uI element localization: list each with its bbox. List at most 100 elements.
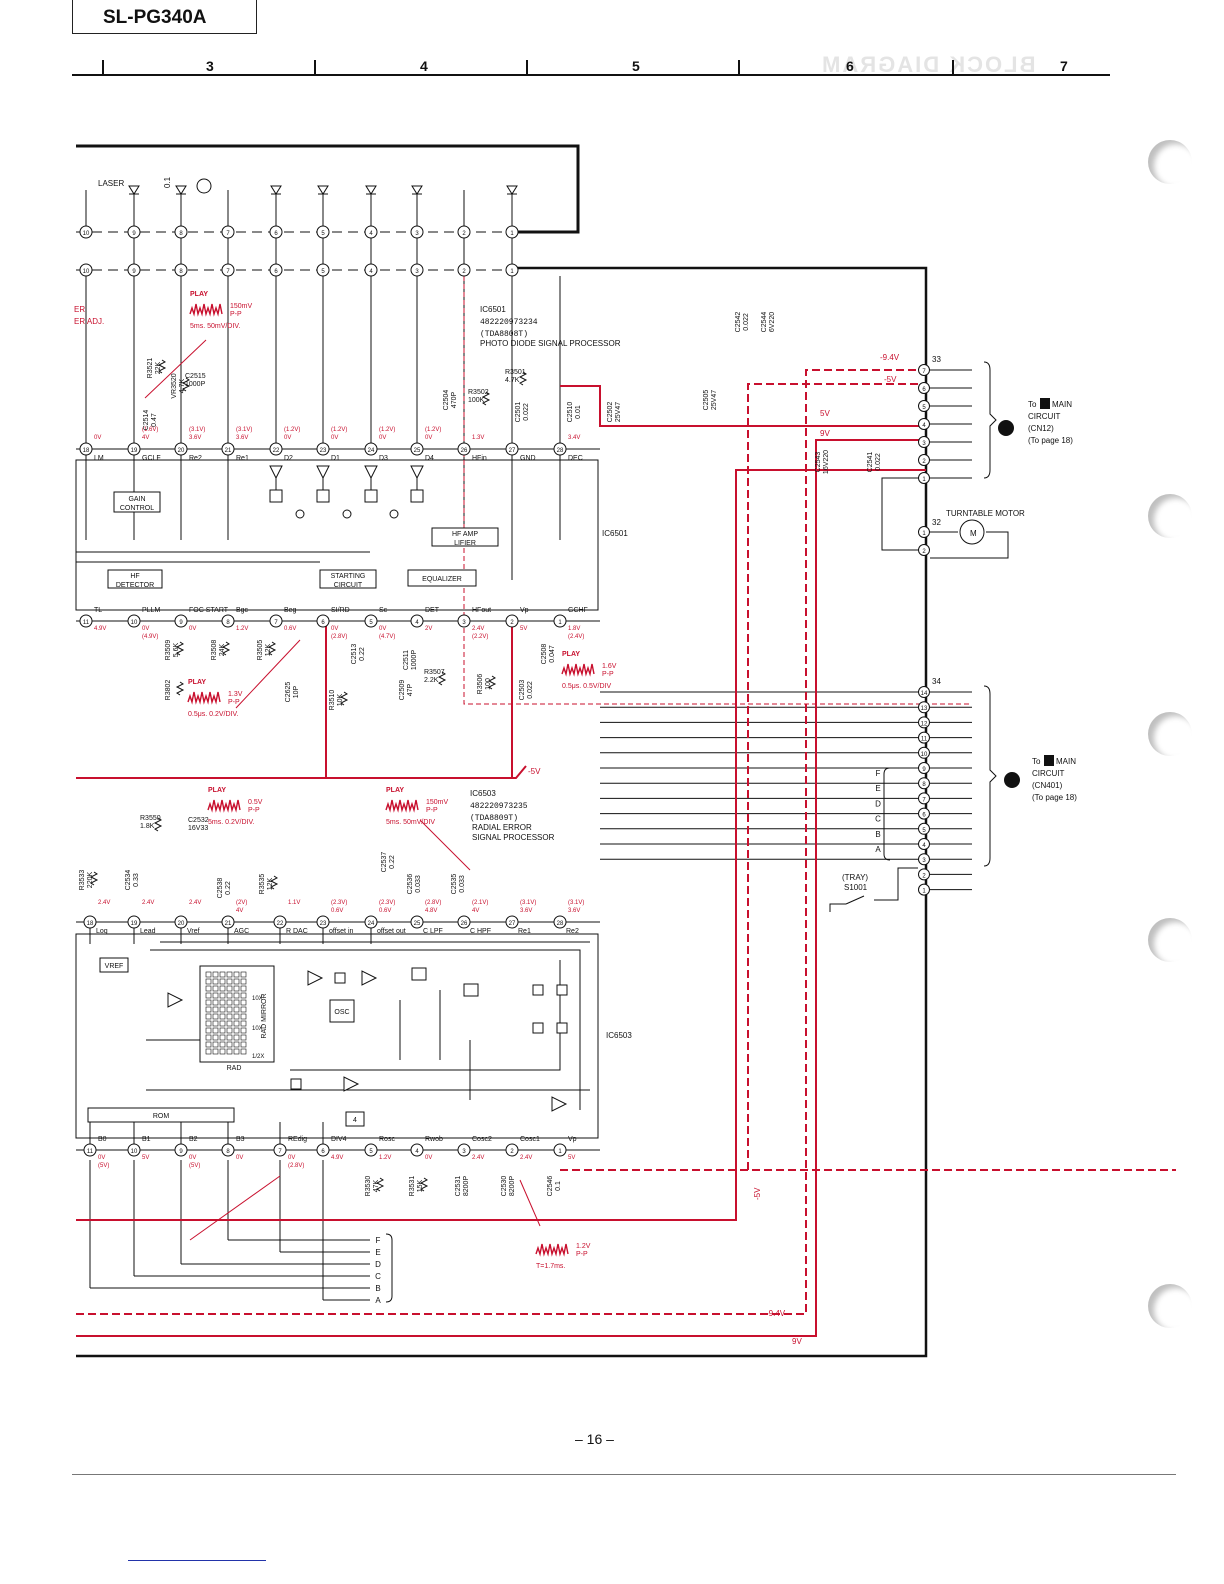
- connector-pin-number: 9: [132, 231, 136, 237]
- connector-b-pin-number: 13: [921, 706, 928, 712]
- ic6501-pin: [553, 614, 567, 628]
- connector-pin-number: 5: [321, 231, 325, 237]
- ic6501-desc: PHOTO DIODE SIGNAL PROCESSOR: [480, 339, 621, 348]
- ic6501-pin: [505, 442, 519, 456]
- starting-circuit-block-label: STARTING: [331, 573, 366, 580]
- ic6501-pin-voltage: 0V: [94, 435, 101, 441]
- ic6503-pin-name: B1: [142, 1136, 151, 1143]
- connector-pin: [364, 263, 378, 277]
- register-cell: [205, 971, 212, 978]
- ic6501-pin-voltage: 0V: [142, 626, 149, 632]
- component-value: 22K: [155, 361, 162, 374]
- resistor-icon: [181, 377, 191, 392]
- ic6503-pin-voltage: 1.2V: [379, 1155, 391, 1161]
- component-r3802: R3802: [165, 680, 185, 700]
- ic6503-pin-voltage: (5V): [189, 1163, 200, 1169]
- laser-cap-value: 0.1: [163, 176, 172, 188]
- ic6501-pin-voltage: (1.2V): [379, 427, 395, 433]
- ic6503-pin-name: Cosc1: [520, 1136, 540, 1143]
- connector-pin-number: 2: [462, 231, 466, 237]
- register-cell: [233, 985, 240, 992]
- ic6501-pin-number: 3: [462, 620, 466, 626]
- ic6503-pin-voltage: (2.8V): [425, 900, 441, 906]
- connector-pin: [364, 225, 378, 239]
- component-ref: R3531: [409, 1176, 416, 1197]
- ic6501-pin-voltage: 0V: [284, 435, 291, 441]
- ic6501-pin-number: 27: [509, 448, 516, 454]
- register-cell: [219, 1034, 226, 1041]
- component-ref: R3505: [257, 640, 264, 661]
- photodiode-icon: [270, 185, 282, 195]
- ic6503-pin-number: 5: [369, 1149, 373, 1155]
- register-cell: [233, 1041, 240, 1048]
- connector-b-bus-letter: D: [875, 799, 881, 808]
- register-cell: [226, 1041, 233, 1048]
- ic6503-pin: [127, 915, 141, 929]
- ic6501-type: (TDA8808T): [480, 330, 528, 339]
- connector-b-pin: [918, 716, 930, 729]
- resistor-icon: [375, 1177, 385, 1192]
- opamp-icon: [361, 970, 378, 986]
- summing-node-icon: [389, 509, 399, 519]
- waveform-trace: [189, 303, 223, 317]
- register-cell: [233, 1027, 240, 1034]
- register-cell: [205, 1027, 212, 1034]
- ic6503-pin-number: 26: [461, 921, 468, 927]
- ic6501-pin-name: Sc: [379, 607, 388, 614]
- connector-a-to: To: [1028, 400, 1037, 409]
- component-ref: C2502: [607, 402, 614, 423]
- ic6503-pin: [273, 915, 287, 929]
- mixer-icon: [334, 972, 346, 984]
- ic6503-pin: [364, 1143, 378, 1157]
- starting-circuit-block: [319, 569, 377, 589]
- waveform-amplitude: 1.3V: [228, 691, 243, 698]
- waveform-mode: PLAY: [386, 787, 404, 794]
- waveform-trace: [207, 799, 241, 813]
- waveform-mode: PLAY: [208, 787, 226, 794]
- connector-b-pin-number: 1: [922, 889, 926, 895]
- ic6503-pin-voltage: (2V): [236, 900, 247, 906]
- ic6501-pin: [316, 614, 330, 628]
- rail-5v-a: 5V: [820, 409, 830, 418]
- rail-5v-lower: [76, 469, 926, 1221]
- grid-column-3: 3: [206, 58, 214, 74]
- register-cell: [219, 1041, 226, 1048]
- component-ref: R3521: [147, 358, 154, 379]
- register-cell: [219, 1006, 226, 1013]
- divider-block: [345, 1111, 365, 1127]
- opamp-icon: [551, 1096, 568, 1112]
- rail-9v-bottom: 9V: [792, 1337, 802, 1346]
- register-cell: [219, 1013, 226, 1020]
- rad-mirror-register: [199, 965, 275, 1063]
- ic6501-pin: [127, 442, 141, 456]
- component-ref: R3502: [468, 389, 489, 396]
- component-value: 0.47: [151, 413, 158, 427]
- connector-pin-number: 1: [510, 269, 514, 275]
- photodiode-icon: [365, 185, 377, 195]
- waveform-pointer: [144, 339, 207, 399]
- ic6503-pin-name: Lead: [140, 928, 156, 935]
- ic6501-pin-voltage: (1.2V): [425, 427, 441, 433]
- ic6501-pin: [269, 442, 283, 456]
- register-cell: [212, 1006, 219, 1013]
- component-value: 1000P: [185, 381, 206, 388]
- ic6501-pin-name: GND: [520, 455, 536, 462]
- ic6503-pin-voltage: (2.3V): [379, 900, 395, 906]
- ic6503-pin: [457, 1143, 471, 1157]
- motor-pin-number: 2: [922, 549, 926, 555]
- connector-b-pin: [918, 701, 930, 714]
- ic6501-pin-number: 2: [510, 620, 514, 626]
- register-cell: [233, 1034, 240, 1041]
- component-ref: C2544: [761, 312, 768, 333]
- connector-b-circuit: CIRCUIT: [1032, 769, 1065, 778]
- left-label-er: ER: [74, 305, 85, 314]
- component-value: 0.022: [743, 313, 750, 331]
- register-cell: [226, 1048, 233, 1055]
